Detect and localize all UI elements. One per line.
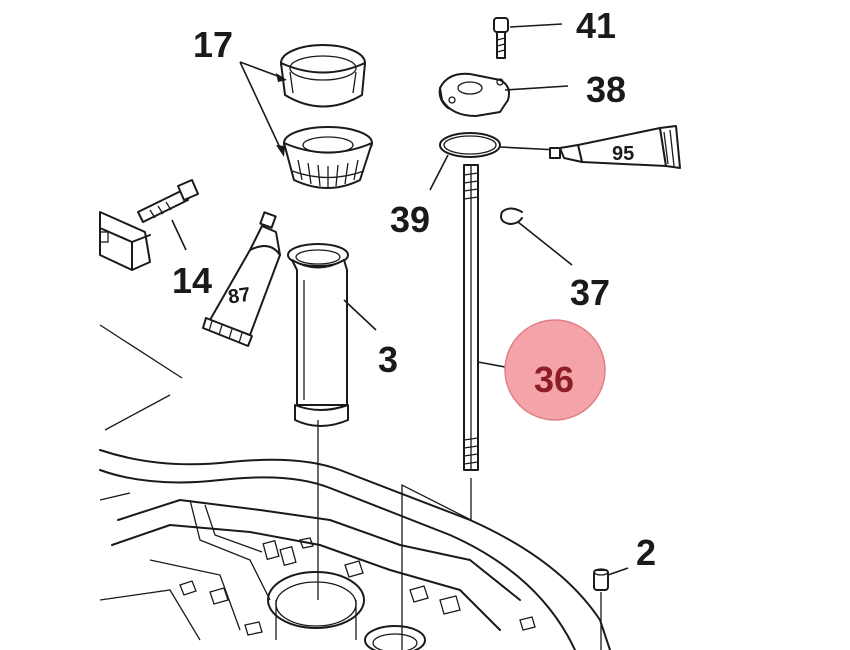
tube-95 xyxy=(549,125,681,169)
shaft-36 xyxy=(401,164,523,650)
leaders-17 xyxy=(239,61,287,157)
callout-14: 14 xyxy=(172,260,212,301)
bolt-14 xyxy=(137,179,199,251)
highlight-circle xyxy=(504,319,606,421)
pin-2 xyxy=(593,567,629,650)
callout-36: 36 xyxy=(534,359,574,400)
tube-87 xyxy=(202,211,281,347)
callout-38: 38 xyxy=(586,69,626,110)
callout-39: 39 xyxy=(390,199,430,240)
callout-87: 87 xyxy=(227,284,252,309)
lower-housing xyxy=(99,449,611,650)
callout-41: 41 xyxy=(576,5,616,46)
bracket-part xyxy=(99,211,151,271)
screw-41 xyxy=(493,17,563,59)
callout-2: 2 xyxy=(636,532,656,573)
callout-3: 3 xyxy=(378,339,398,380)
callout-95: 95 xyxy=(612,143,634,165)
oring-39 xyxy=(429,132,559,191)
bearing-race-17 xyxy=(280,44,366,108)
clip-37 xyxy=(500,207,573,266)
background-lines xyxy=(99,324,183,431)
cam-38 xyxy=(438,72,569,117)
callout-17: 17 xyxy=(193,24,233,65)
bearing-cone-17 xyxy=(283,126,373,189)
sleeve-3 xyxy=(287,243,377,600)
callout-37: 37 xyxy=(570,272,610,313)
